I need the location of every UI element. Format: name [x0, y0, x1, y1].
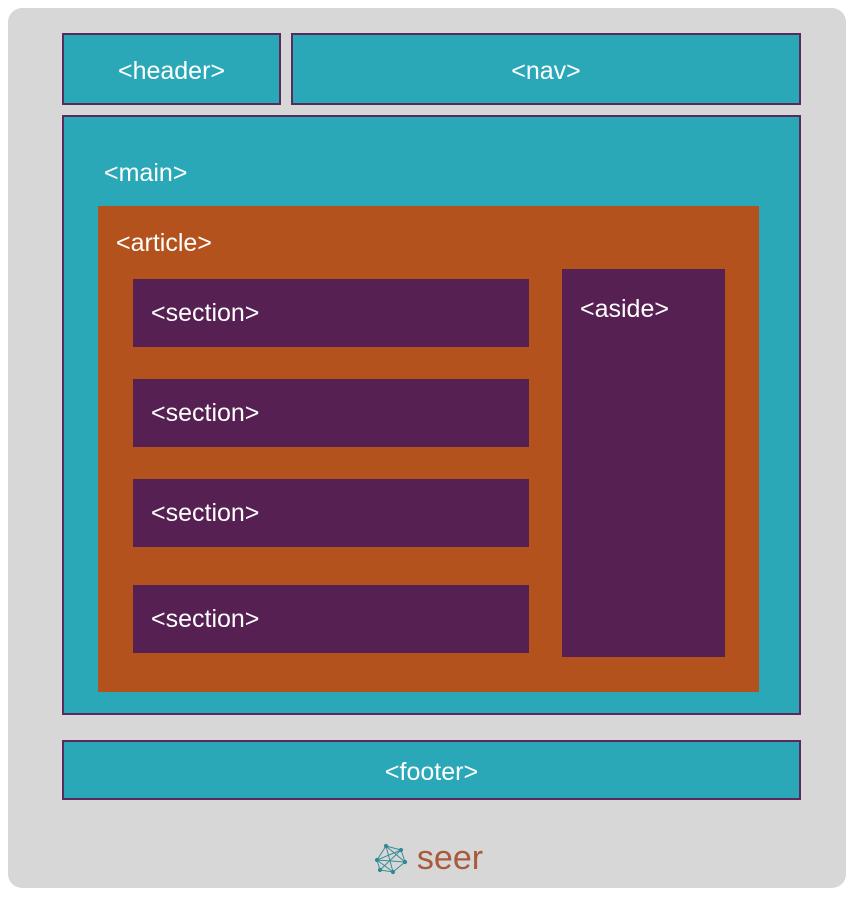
block-nav-label: <nav> [511, 57, 581, 85]
block-article[interactable]: <article> <section> <section> <section> … [98, 206, 759, 692]
seer-logo: seer [8, 834, 846, 882]
block-section[interactable]: <section> [133, 279, 529, 347]
block-section-label: <section> [151, 605, 260, 633]
block-main-label: <main> [104, 159, 188, 187]
block-header[interactable]: <header> [62, 33, 281, 105]
block-header-label: <header> [117, 57, 226, 85]
diagram-panel: <header> <nav> <main> <article> <section… [8, 8, 846, 888]
block-article-label: <article> [116, 229, 212, 257]
block-aside[interactable]: <aside> [562, 269, 725, 657]
block-section[interactable]: <section> [133, 379, 529, 447]
block-section-label: <section> [151, 499, 260, 527]
block-footer[interactable]: <footer> [62, 740, 801, 800]
block-main[interactable]: <main> <article> <section> <section> <se… [62, 115, 801, 715]
block-aside-label: <aside> [580, 295, 669, 323]
block-nav[interactable]: <nav> [291, 33, 801, 105]
block-section-label: <section> [151, 399, 260, 427]
seer-logo-text: seer [416, 839, 484, 877]
block-section[interactable]: <section> [133, 585, 529, 653]
block-section-label: <section> [151, 299, 260, 327]
block-section[interactable]: <section> [133, 479, 529, 547]
network-graph-icon [374, 843, 408, 875]
block-footer-label: <footer> [384, 758, 479, 786]
